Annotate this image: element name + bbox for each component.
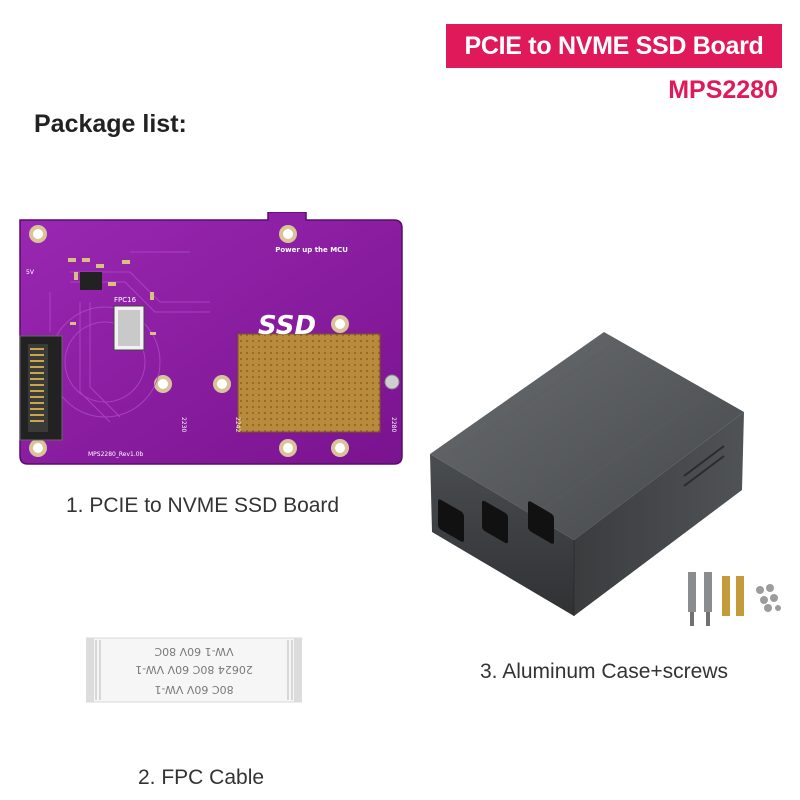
model-number: MPS2280 (668, 76, 778, 104)
size-label-2230: 2230 (180, 417, 187, 432)
caption-aluminum-case: 3. Aluminum Case+screws (480, 660, 729, 683)
fpc-connector (113, 305, 145, 351)
screws-standoffs-image (688, 572, 781, 626)
ssd-label: SSD (258, 311, 316, 341)
mcu-label: Power up the MCU (275, 246, 348, 254)
size-label-2242: 2242 (234, 417, 241, 432)
m2-slot (19, 335, 63, 441)
package-list-heading: Package list: (34, 110, 187, 138)
revision-label: MPS2280_Rev1.0b (88, 451, 144, 458)
standoff-brass (722, 576, 744, 616)
cable-print-line-2: 20624 80C 60V VW-1 (135, 663, 253, 676)
ssd-board-image: Power up the MCU SSD FPC16 MPS2280_Rev1.… (19, 212, 403, 465)
fpc-cable-image: VW-1 60V 80C 20624 80C 60V VW-1 80C 60V … (86, 637, 302, 703)
mounting-holes (29, 225, 349, 457)
product-title: PCIE to NVME SSD Board (464, 31, 764, 60)
voltage-label: 5V (26, 269, 35, 276)
screws (756, 584, 781, 612)
title-banner: PCIE to NVME SSD Board (446, 24, 782, 68)
cable-print-line-1: VW-1 60V 80C (154, 645, 233, 658)
caption-ssd-board: 1. PCIE to NVME SSD Board (66, 494, 340, 517)
size-label-2280: 2280 (390, 417, 397, 432)
cable-print-line-3: 80C 60V VW-1 (154, 683, 233, 696)
standoff-steel (688, 572, 712, 626)
fpc-label: FPC16 (114, 296, 137, 304)
caption-fpc-cable: 2. FPC Cable (138, 766, 265, 789)
aluminum-case-image (430, 332, 744, 616)
